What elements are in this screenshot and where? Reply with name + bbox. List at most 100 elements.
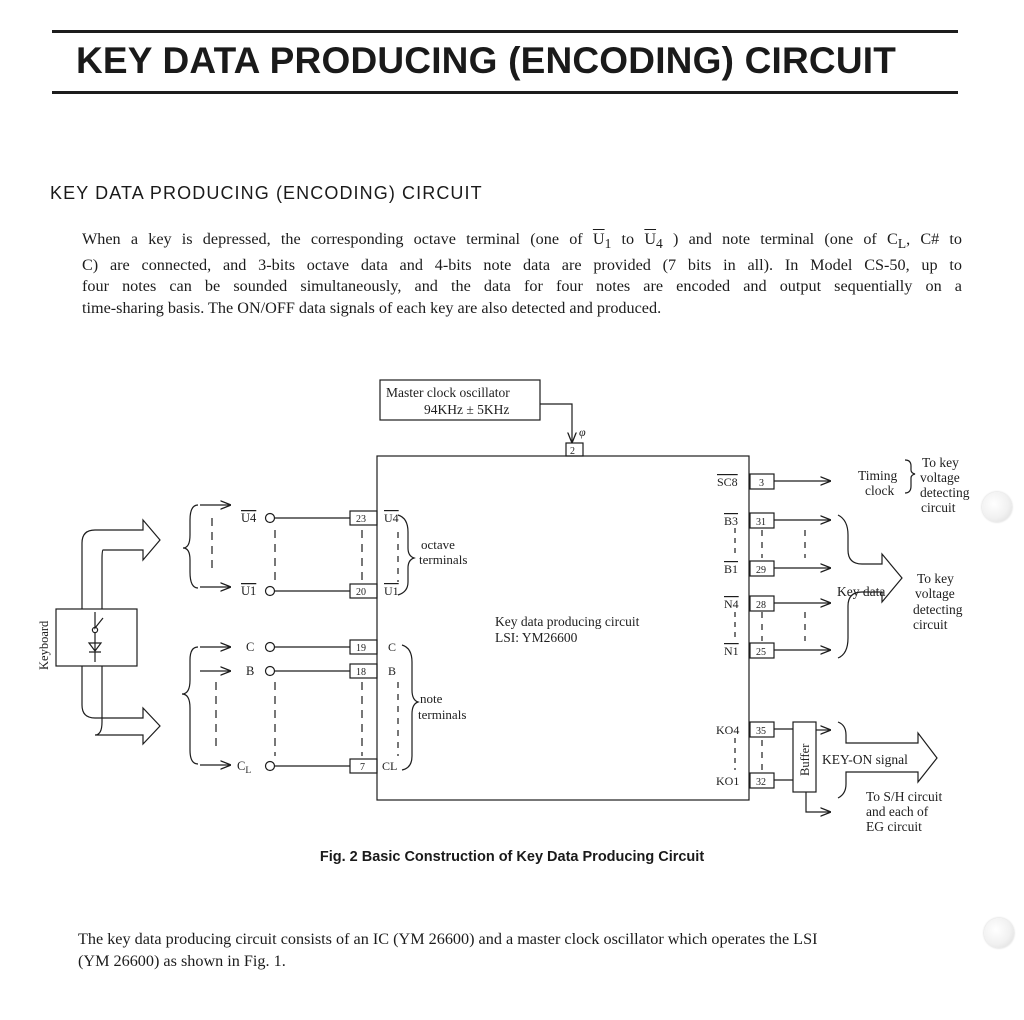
- inner-u1: U1: [384, 584, 399, 598]
- terminal-u4: [264, 512, 276, 524]
- body-line-2: (YM 26600) as shown in Fig. 1.: [78, 951, 286, 970]
- pin-29: 29: [756, 565, 766, 576]
- octave-label-2: terminals: [419, 552, 467, 567]
- punch-hole-bottom: [984, 918, 1014, 948]
- big-arrow-lower: [81, 666, 161, 746]
- header-rule-bottom: [52, 91, 958, 94]
- terminal-cl: [264, 760, 276, 772]
- section-heading: KEY DATA PRODUCING (ENCODING) CIRCUIT: [50, 183, 483, 203]
- label-b: B: [246, 664, 254, 678]
- note-brace-right: [401, 644, 420, 771]
- inner-cl: CL: [382, 759, 397, 773]
- wire-dash-octave: [274, 530, 363, 582]
- to-sh-line2: and each of: [866, 804, 929, 819]
- big-arrow-upper: [81, 518, 161, 609]
- intro-line-2: C) are connected, and 3-bits octave data…: [82, 255, 962, 274]
- chip-line1: Key data producing circuit: [495, 614, 640, 629]
- out-dash-2: [761, 612, 806, 641]
- to-sh-line3: EG circuit: [866, 819, 922, 834]
- key-on-arrow: [837, 721, 938, 799]
- intro-paragraph: When a key is depressed, the correspondi…: [82, 229, 962, 319]
- inner-n4: N4: [724, 597, 739, 611]
- intro-line-3: four notes can be sounded simultaneously…: [82, 277, 962, 296]
- label-cl: CL: [237, 759, 251, 776]
- phi-label: φ: [579, 425, 586, 439]
- figure-caption: Fig. 2 Basic Construction of Key Data Pr…: [319, 849, 705, 865]
- buffer-label: Buffer: [798, 743, 812, 776]
- inner-b1: B1: [724, 562, 738, 576]
- octave-label-1: octave: [421, 537, 455, 552]
- tkv2-line1: To key: [917, 571, 954, 586]
- oscillator-line: [540, 403, 572, 442]
- pin-19: 19: [356, 643, 366, 654]
- body-paragraph: The key data producing circuit consists …: [78, 929, 962, 972]
- tkv2-line4: circuit: [913, 617, 948, 632]
- key-data-arrow: [837, 514, 903, 659]
- buffer-out-bottom: [805, 792, 830, 812]
- label-u4: U4: [241, 511, 257, 525]
- body-line-1: The key data producing circuit consists …: [78, 930, 818, 948]
- key-on-label: KEY-ON signal: [822, 752, 908, 767]
- pin-18: 18: [356, 667, 366, 678]
- label-c: C: [246, 640, 254, 654]
- inner-b: B: [388, 664, 396, 678]
- inner-c: C: [388, 640, 396, 654]
- pin-20: 20: [356, 587, 366, 598]
- pin-19-box: [349, 639, 378, 655]
- pin-35: 35: [756, 726, 766, 737]
- out-dash-1: [761, 530, 806, 558]
- punch-hole-top: [982, 492, 1012, 522]
- keyboard-label: Keyboard: [37, 620, 51, 670]
- terminal-c: [264, 641, 276, 653]
- inner-n1: N1: [724, 644, 739, 658]
- oscillator-box: [379, 379, 541, 421]
- pin-18-box: [349, 663, 378, 679]
- tkv2-line3: detecting: [913, 602, 963, 617]
- chip-box: [376, 455, 750, 801]
- note-brace-left: [181, 646, 199, 765]
- timing-brace: [904, 459, 916, 494]
- osc-line1: Master clock oscillator: [386, 385, 510, 400]
- timing-line1: Timing: [858, 468, 898, 483]
- inner-b3: B3: [724, 514, 738, 528]
- inner-ko4: KO4: [716, 723, 739, 737]
- tkv1-line4: circuit: [921, 500, 956, 515]
- pin-2: 2: [570, 446, 575, 457]
- pin-32: 32: [756, 777, 766, 788]
- keyboard-box: [55, 608, 138, 667]
- pin-28: 28: [756, 600, 766, 611]
- pin-7-box: [349, 758, 378, 774]
- intro-line-1: When a key is depressed, the correspondi…: [82, 230, 963, 252]
- tkv1-line1: To key: [922, 455, 959, 470]
- note-label-2: terminals: [418, 707, 466, 722]
- pin-20-box: [349, 583, 378, 599]
- pin-25: 25: [756, 647, 766, 658]
- tkv1-line3: detecting: [920, 485, 970, 500]
- header-rule-top: [52, 30, 958, 33]
- osc-line2: 94KHz ± 5KHz: [424, 402, 509, 417]
- page-title: KEY DATA PRODUCING (ENCODING) CIRCUIT: [76, 40, 897, 81]
- terminal-u1: [264, 585, 276, 597]
- pin-23: 23: [356, 514, 366, 525]
- note-label-1: note: [420, 691, 443, 706]
- octave-brace-left: [182, 504, 199, 589]
- label-u1: U1: [241, 584, 256, 598]
- terminal-b: [264, 665, 276, 677]
- pin-23-box: [349, 510, 378, 526]
- inner-ko1: KO1: [716, 774, 739, 788]
- octave-brace-right: [397, 514, 416, 596]
- pin-3: 3: [759, 478, 764, 489]
- inner-sc8: SC8: [717, 475, 738, 489]
- timing-line2: clock: [865, 483, 894, 498]
- keyboard-switch-icon: [87, 612, 104, 662]
- intro-line-4: time-sharing basis. The ON/OFF data sign…: [82, 298, 662, 317]
- tkv1-line2: voltage: [920, 470, 960, 485]
- chip-line2: LSI: YM26600: [495, 630, 578, 645]
- wire-dash-note: [274, 682, 363, 756]
- key-data-label: Key data: [837, 584, 885, 599]
- block-diagram: Master clock oscillator 94KHz ± 5KHz φ 2…: [37, 379, 970, 834]
- keyboard-switch-contact: [91, 626, 99, 634]
- buffer-box: [792, 721, 817, 793]
- pin-31: 31: [756, 517, 766, 528]
- to-sh-line1: To S/H circuit: [866, 789, 943, 804]
